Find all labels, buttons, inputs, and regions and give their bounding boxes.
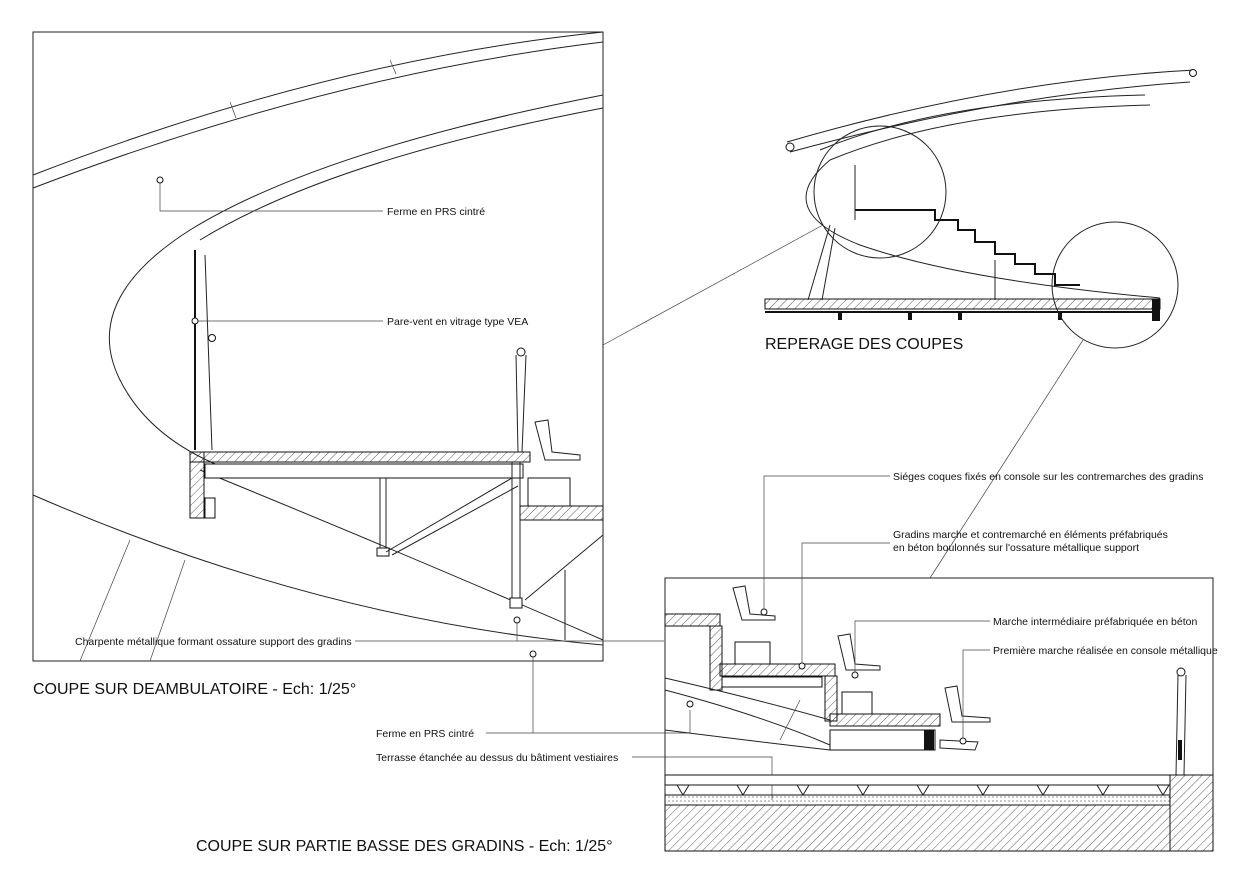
support-foot: [376, 547, 390, 557]
gradins-leaders: [760, 475, 990, 745]
gradins-railing: [1175, 674, 1179, 776]
overview-strut-2: [821, 227, 836, 301]
terrace-parapet: [1169, 774, 1214, 852]
roof-end: [785, 142, 795, 152]
roof-truss-inner: [108, 94, 604, 471]
lower-step-end: [924, 730, 934, 750]
step-tread: [519, 505, 604, 521]
seat-upper: [732, 585, 776, 621]
roof-truss-outer: [32, 31, 604, 176]
terrace-pads: [676, 784, 1170, 796]
seat-shell: [534, 419, 581, 461]
label-gradins-line2: en béton boulonnés sur l'ossature métall…: [893, 542, 1139, 554]
deck-brace-2: [391, 485, 519, 556]
gradins-detail: [664, 577, 1214, 852]
truss-tick: [149, 559, 186, 662]
terrace-slab: [664, 804, 1171, 852]
label-sieges: Siéges coques fixés en console sur les c…: [893, 471, 1204, 483]
gradins-truss-2: [664, 689, 831, 746]
seat-lower: [944, 685, 991, 723]
deck-end-block: [204, 497, 216, 519]
roof-joint: [389, 59, 397, 75]
detail-circle-upper: [813, 125, 947, 259]
callout-line-lower: [929, 339, 1084, 579]
detail-circle-lower: [1051, 221, 1179, 349]
title-section-gradins: COUPE SUR PARTIE BASSE DES GRADINS - Ech…: [196, 838, 613, 855]
roof-end-2: [1189, 69, 1197, 77]
gradins-truss: [664, 677, 831, 721]
label-ferme-prs-2: Ferme en PRS cintré: [376, 728, 474, 740]
deck-brace: [385, 477, 513, 553]
middle-step-beam: [721, 676, 823, 688]
label-pare-vent: Pare-vent en vitrage type VEA: [387, 316, 528, 328]
windscreen-bolt: [208, 334, 216, 342]
step-brace: [524, 534, 604, 601]
railing-plate: [1178, 740, 1182, 760]
label-ferme-prs-1: Ferme en PRS cintré: [387, 206, 485, 218]
label-charpente: Charpente métallique formant ossature su…: [75, 636, 352, 648]
deck-slab-end: [189, 451, 205, 519]
overview-strut: [807, 224, 831, 301]
deck-beam: [204, 463, 524, 479]
deambulatoire-detail: [32, 31, 604, 662]
overview-roof-curve-2: [819, 94, 1146, 151]
slab-support: [838, 312, 842, 320]
lower-step-tread: [829, 713, 941, 727]
label-premiere-marche: Première marche réalisée en console méta…: [993, 645, 1218, 657]
slab-support: [958, 312, 962, 320]
terrace-insulation: [664, 794, 1171, 806]
label-gradins-line1: Gradins marche et contremarché en élémen…: [893, 529, 1168, 541]
railing-cap: [516, 347, 526, 357]
deck-slab: [189, 451, 531, 463]
railing: [515, 354, 519, 453]
first-step-console: [939, 739, 979, 751]
upper-step-block: [734, 641, 771, 665]
overview-roof-top: [786, 69, 1196, 143]
gradins-truss-3: [664, 729, 831, 751]
callout-line-upper: [602, 224, 824, 346]
lower-truss-2: [199, 469, 604, 641]
roof-truss-outer-2: [32, 41, 604, 189]
gradins-railing-2: [1183, 674, 1187, 776]
lower-truss: [32, 494, 604, 646]
lower-step-beam: [829, 729, 936, 751]
label-terrasse: Terrasse étanchée au dessus du bâtiment …: [376, 752, 618, 764]
truss-tick: [79, 539, 131, 662]
upper-step-tread: [664, 613, 721, 627]
gradins-diag: [779, 699, 801, 741]
upper-step-riser: [709, 625, 723, 691]
middle-step-tread: [719, 663, 836, 677]
overview-steps: [855, 209, 1080, 286]
overview-roof-curve: [805, 104, 1161, 299]
deambulatoire-frame: [32, 31, 604, 662]
deambulatoire-leaders: [156, 176, 773, 800]
roof-joint: [229, 101, 237, 119]
title-section-deambulatoire: COUPE SUR DEAMBULATOIRE - Ech: 1/25°: [33, 681, 356, 698]
terrace-deck: [664, 774, 1171, 786]
column-foot: [509, 597, 523, 609]
gradins-railing-cap: [1176, 667, 1186, 677]
seat-middle: [837, 633, 881, 671]
roof-truss-inner-2: [199, 107, 604, 241]
slab-support: [908, 312, 912, 320]
middle-step-block: [841, 691, 873, 715]
step-riser: [527, 477, 571, 507]
title-reperage: REPERAGE DES COUPES: [765, 336, 963, 353]
label-marche-intermediaire: Marche intermédiaire préfabriquée en bét…: [993, 616, 1197, 628]
reperage-overview: [602, 69, 1197, 579]
overview-slab-end: [1152, 299, 1160, 321]
overview-roof-top-2: [789, 81, 1191, 153]
railing-2: [521, 354, 527, 453]
windscreen-post-2: [204, 254, 213, 451]
overview-slab: [764, 298, 1161, 310]
